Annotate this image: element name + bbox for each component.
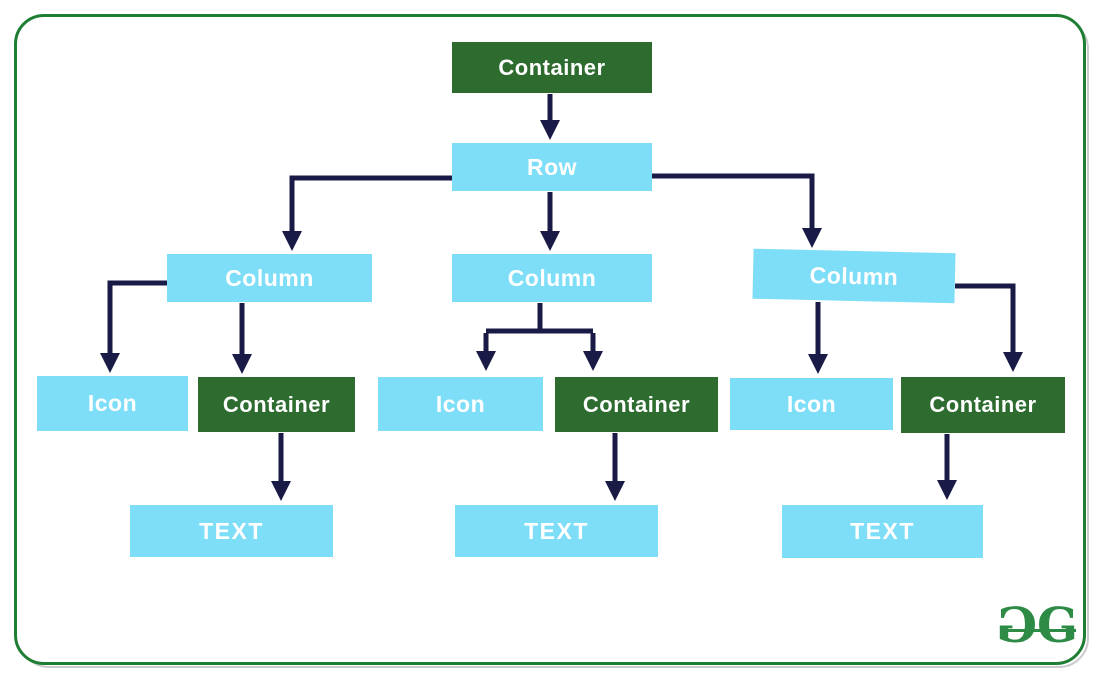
- geeksforgeeks-logo: GG: [998, 598, 1078, 654]
- arrow-column3-to-container-3: [955, 283, 1023, 372]
- node-root-container: Container: [452, 42, 652, 93]
- logo-crossbar: [1000, 628, 1076, 632]
- node-container-3: Container: [901, 377, 1065, 433]
- arrow-row-to-column-1: [282, 175, 452, 251]
- logo-mirrored-g: G: [998, 598, 1037, 654]
- node-container-2: Container: [555, 377, 718, 432]
- arrow-row-to-column-3: [652, 173, 822, 248]
- node-row: Row: [452, 143, 652, 191]
- node-text-3: TEXT: [782, 505, 983, 558]
- node-container-1: Container: [198, 377, 355, 432]
- node-text-2: TEXT: [455, 505, 658, 557]
- node-column-2: Column: [452, 254, 652, 302]
- node-icon-1: Icon: [37, 376, 188, 431]
- node-icon-2: Icon: [378, 377, 543, 431]
- arrow-column1-to-icon-1: [100, 280, 167, 373]
- node-column-3: Column: [752, 248, 956, 304]
- logo-g: G: [1037, 598, 1078, 654]
- node-icon-3: Icon: [730, 378, 893, 430]
- connector-column2-split-bar: [486, 303, 593, 334]
- node-column-1: Column: [167, 254, 372, 302]
- node-text-1: TEXT: [130, 505, 333, 557]
